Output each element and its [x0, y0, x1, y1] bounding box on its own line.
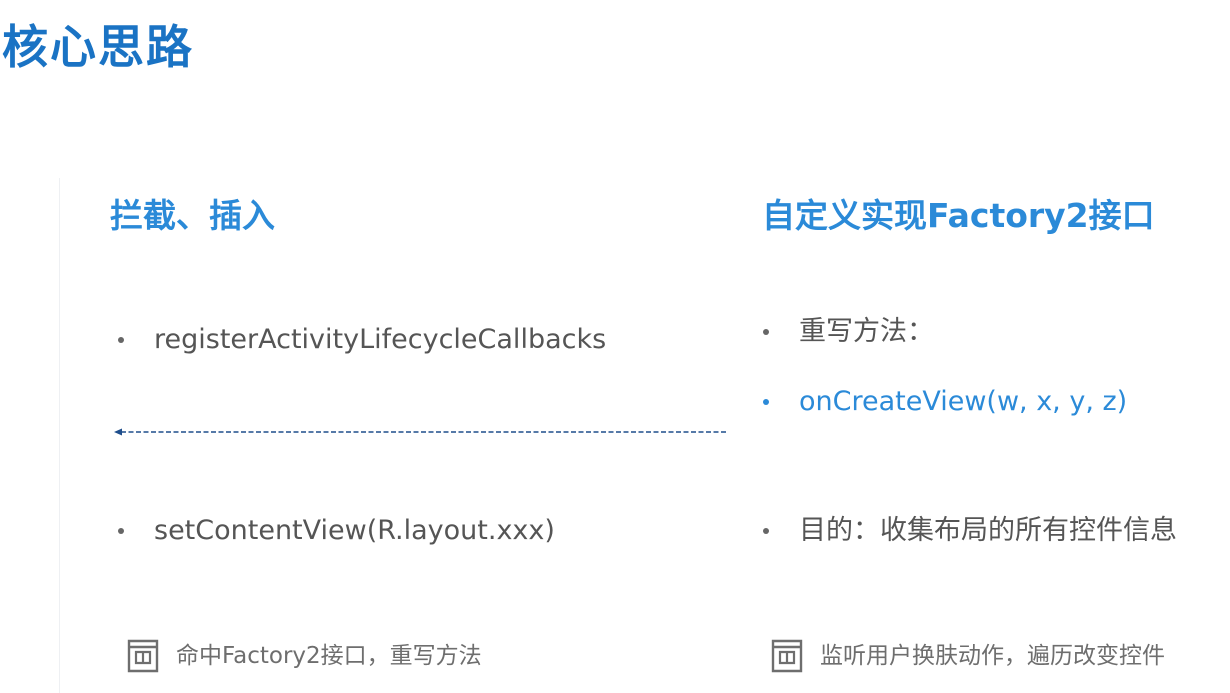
bullet-dot-icon [763, 399, 769, 405]
bullet-dot-icon [763, 329, 769, 335]
right-column-heading: 自定义实现Factory2接口 [762, 196, 1155, 235]
left-divider [59, 178, 60, 693]
list-item-text: setContentView(R.layout.xxx) [154, 515, 555, 546]
note-text: 命中Factory2接口，重写方法 [176, 643, 482, 669]
list-item-override-method: 重写方法： [763, 312, 934, 352]
bullet-dot-icon [118, 337, 124, 343]
list-item-text: registerActivityLifecycleCallbacks [154, 324, 607, 355]
list-item-purpose: 目的：收集布局的所有控件信息 [763, 511, 1177, 551]
bullet-dot-icon [763, 528, 769, 534]
left-column-heading: 拦截、插入 [110, 196, 275, 235]
list-item-text: onCreateView(w, x, y, z) [799, 386, 1128, 417]
archive-box-icon [127, 639, 159, 673]
bullet-dot-icon [118, 528, 124, 534]
page-title: 核心思路 [2, 20, 194, 74]
list-item-text: 目的：收集布局的所有控件信息 [799, 515, 1177, 546]
arrow-left-dashed-icon [114, 428, 727, 436]
list-item-set-content-view: setContentView(R.layout.xxx) [118, 511, 555, 551]
archive-box-icon [771, 639, 803, 673]
list-item-text: 重写方法： [799, 316, 934, 347]
list-item-register-callbacks: registerActivityLifecycleCallbacks [118, 320, 606, 360]
note-right: 监听用户换肤动作，遍历改变控件 [770, 636, 1165, 676]
note-left: 命中Factory2接口，重写方法 [126, 636, 482, 676]
note-text: 监听用户换肤动作，遍历改变控件 [820, 643, 1165, 669]
list-item-on-create-view: onCreateView(w, x, y, z) [763, 382, 1127, 422]
